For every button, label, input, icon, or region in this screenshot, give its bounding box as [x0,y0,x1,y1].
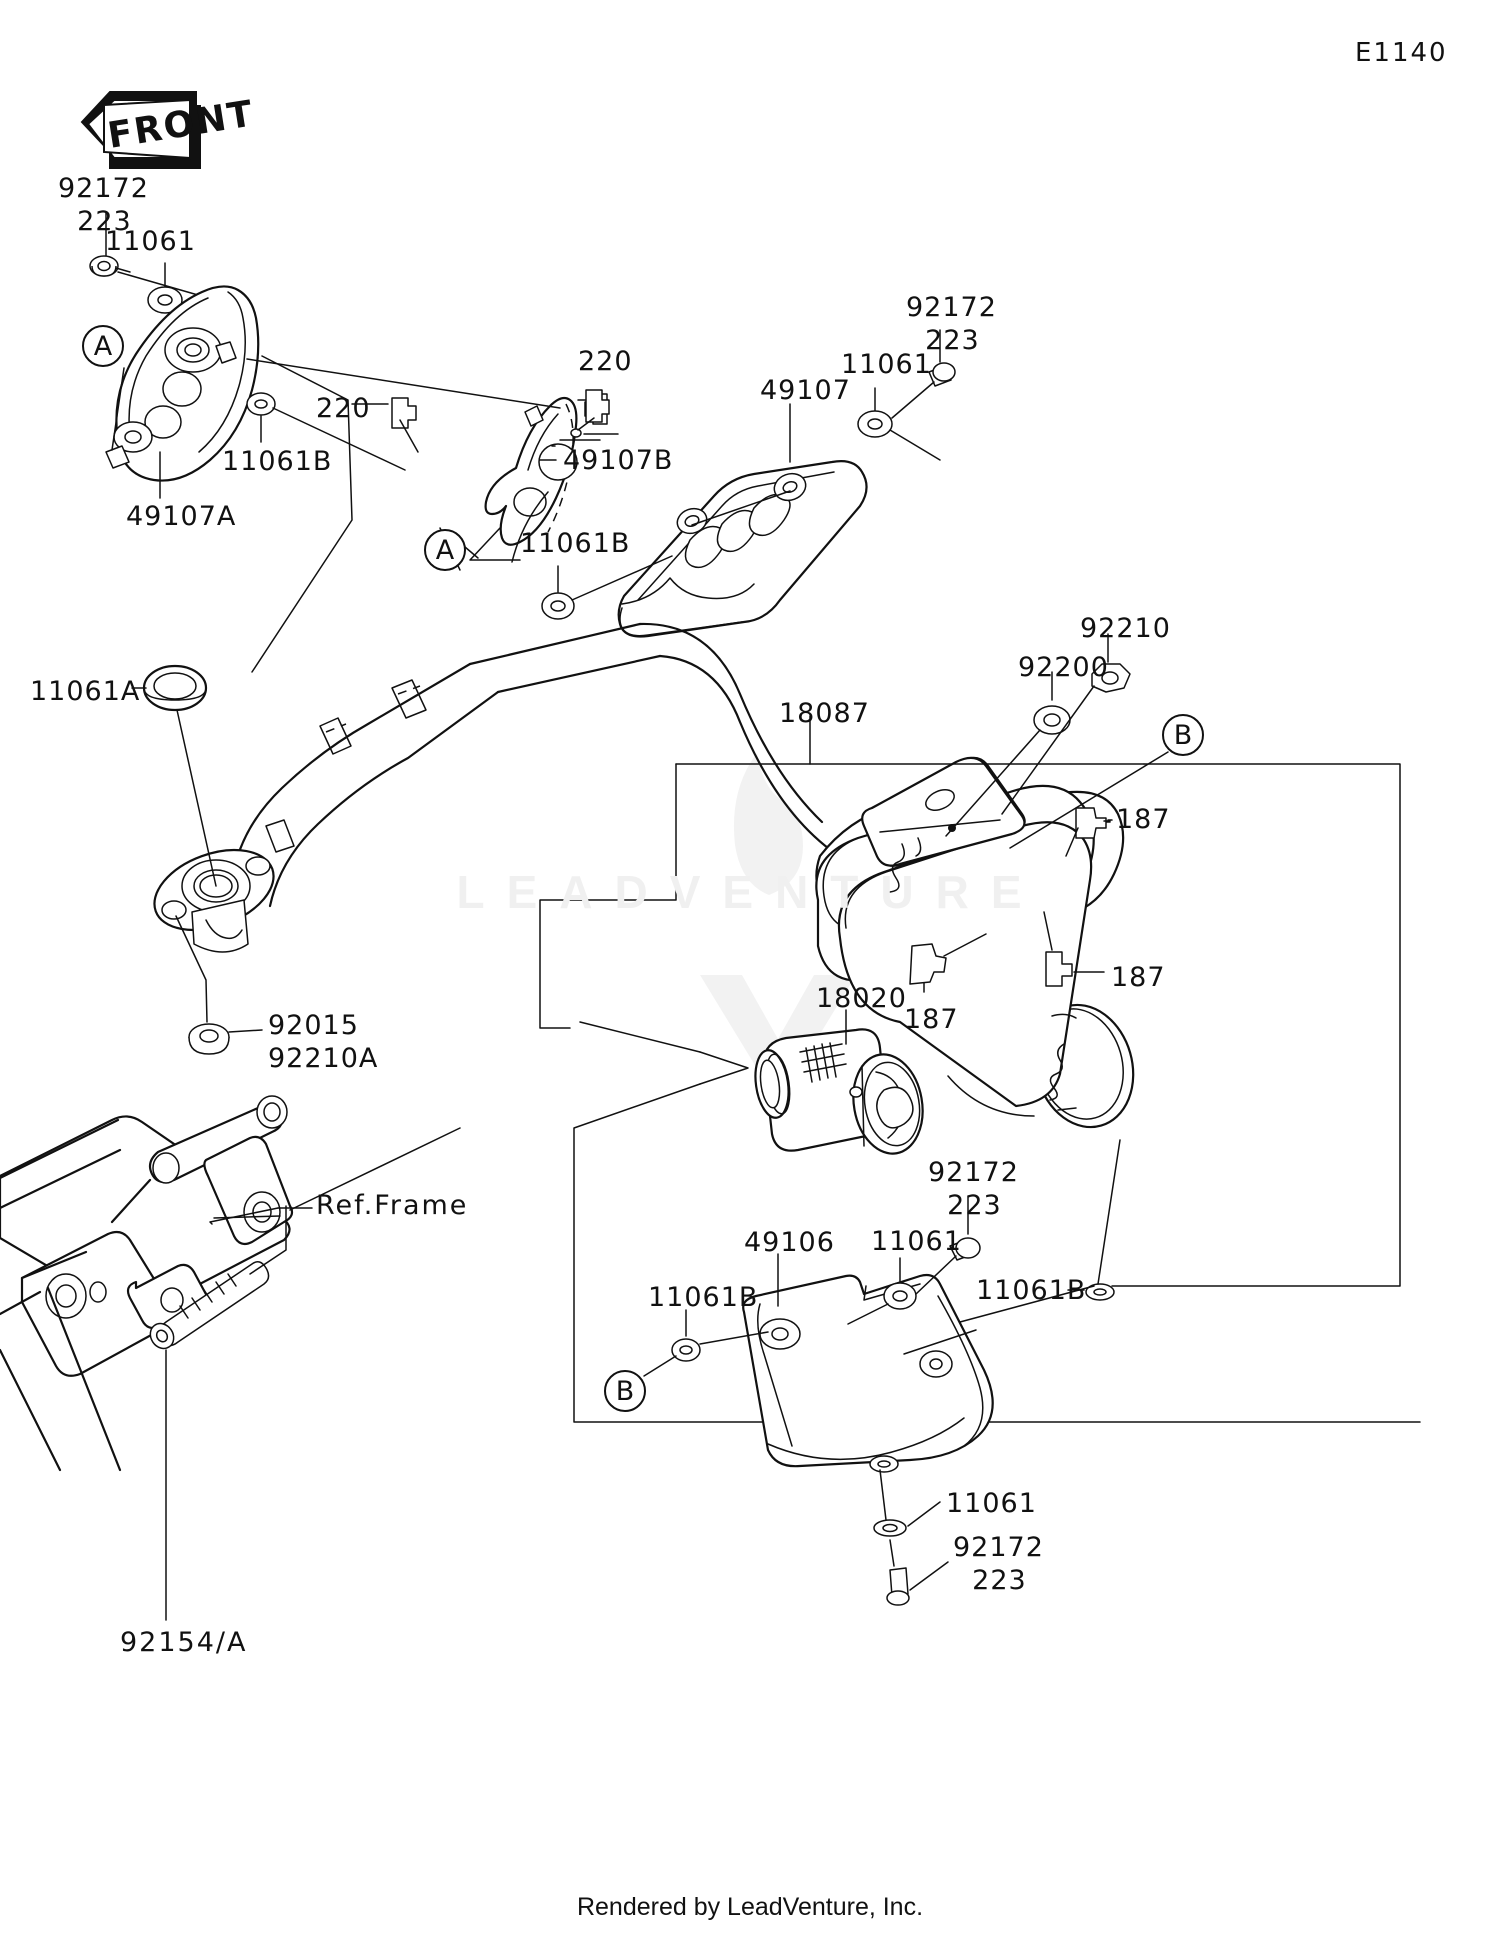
bolt-92172-above49106 [915,1195,981,1295]
callout-b-bottom[interactable]: B [604,1370,646,1412]
nut-92015-92210A [175,915,263,1055]
washer-11061-below49106 [873,1469,941,1537]
label-11061-upperright: 11061 [841,349,932,380]
label-49106: 49106 [744,1227,835,1258]
part-11061A-gasket [142,664,208,712]
label-220-left: 220 [316,393,371,424]
label-11061-below49106: 11061 [946,1488,1037,1519]
callout-b-right[interactable]: B [1162,714,1204,756]
label-187-upper: 187 [1116,804,1171,835]
bolt-187-lowerright [1043,911,1105,987]
label-92172-223-below49106: 92172 223 [953,1532,1044,1596]
label-49107B: 49107B [563,445,674,476]
label-220-center: 220 [578,346,633,377]
part-49107-shield [617,460,868,638]
exhaust-flange [153,848,275,953]
label-11061A: 11061A [30,676,141,707]
part-49107B-shield [484,396,582,563]
bolt-187-center [909,933,987,993]
part-18087-exhaust-pipe [153,622,844,953]
label-92154A: 92154/A [120,1627,248,1658]
label-11061-topleft: 11061 [105,226,196,257]
washer-11061-above49106 [847,1257,917,1325]
part-18087-muffler-body [815,756,1135,1129]
label-92172-223-upperright: 92172 223 [906,292,997,356]
watermark-logo [700,753,856,1103]
label-11061B-right: 11061B [976,1275,1087,1306]
callout-a-center[interactable]: A [424,529,466,571]
bolt-92172-topleft [89,211,131,277]
washer-11061B-right [959,1283,1115,1323]
bolt-92172-below49106 [886,1539,949,1606]
washer-11061-upperright [857,387,941,461]
label-18087: 18087 [779,698,870,729]
nut-92210 [1001,633,1131,815]
callout-a-topleft[interactable]: A [82,325,124,367]
washer-11061B-left [246,392,276,443]
washer-11061B-bottomleft [671,1309,769,1362]
label-92200: 92200 [1018,652,1109,683]
part-18020-baffle [754,1028,924,1155]
muffler-bracket [861,756,1026,893]
bolt-187-upper [1065,807,1113,857]
label-92172-223-above49106: 92172 223 [928,1157,1019,1221]
louver-slots [684,493,791,569]
front-arrow-graphic: FRONT [80,91,257,169]
label-49107A: 49107A [126,501,237,532]
part-49107A-shield [105,285,260,482]
washer-11061B-center [541,555,673,620]
bolt-92172-upperright [891,329,956,419]
label-187-lowerright: 187 [1111,962,1166,993]
washer-92200 [945,671,1071,837]
footer-credit: Rendered by LeadVenture, Inc. [576,1893,924,1921]
label-11061B-center: 11061B [520,528,631,559]
label-187-center: 187 [904,1004,959,1035]
label-11061-above49106: 11061 [871,1226,962,1257]
baffle-mesh [799,1042,847,1083]
part-49106-cover [742,1273,994,1473]
label-92210: 92210 [1080,613,1171,644]
label-ref-frame: Ref.Frame [316,1190,469,1221]
screw-220-left [351,397,419,453]
bolt-threads [179,1273,237,1319]
bolt-92154A [149,1261,270,1621]
screw-220-center [577,389,610,431]
label-18020: 18020 [816,983,907,1014]
label-11061B-left: 11061B [222,446,333,477]
washer-11061-topleft [147,262,183,314]
label-49107: 49107 [760,375,851,406]
sheet-code: E1140 [1355,38,1448,68]
label-11061B-bottomleft: 11061B [648,1282,759,1313]
label-92172-223-topleft: 92172 223 [58,173,149,237]
